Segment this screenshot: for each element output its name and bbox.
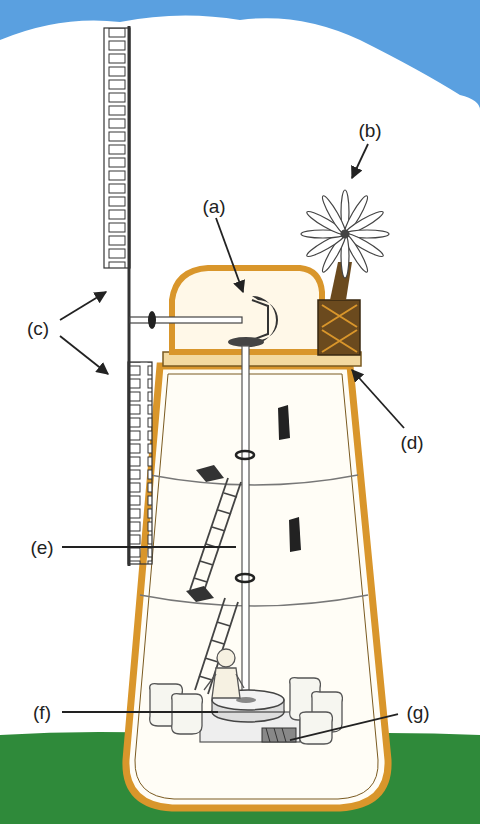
callout-letter: (a) (200, 196, 227, 217)
callout-letter: (g) (404, 702, 431, 723)
callout-letter: (b) (356, 120, 383, 141)
callout-letter: (f) (31, 702, 53, 723)
callout-letter: (e) (28, 537, 55, 558)
callout-letter: (c) (25, 318, 51, 339)
callout-letter: (d) (398, 432, 425, 453)
